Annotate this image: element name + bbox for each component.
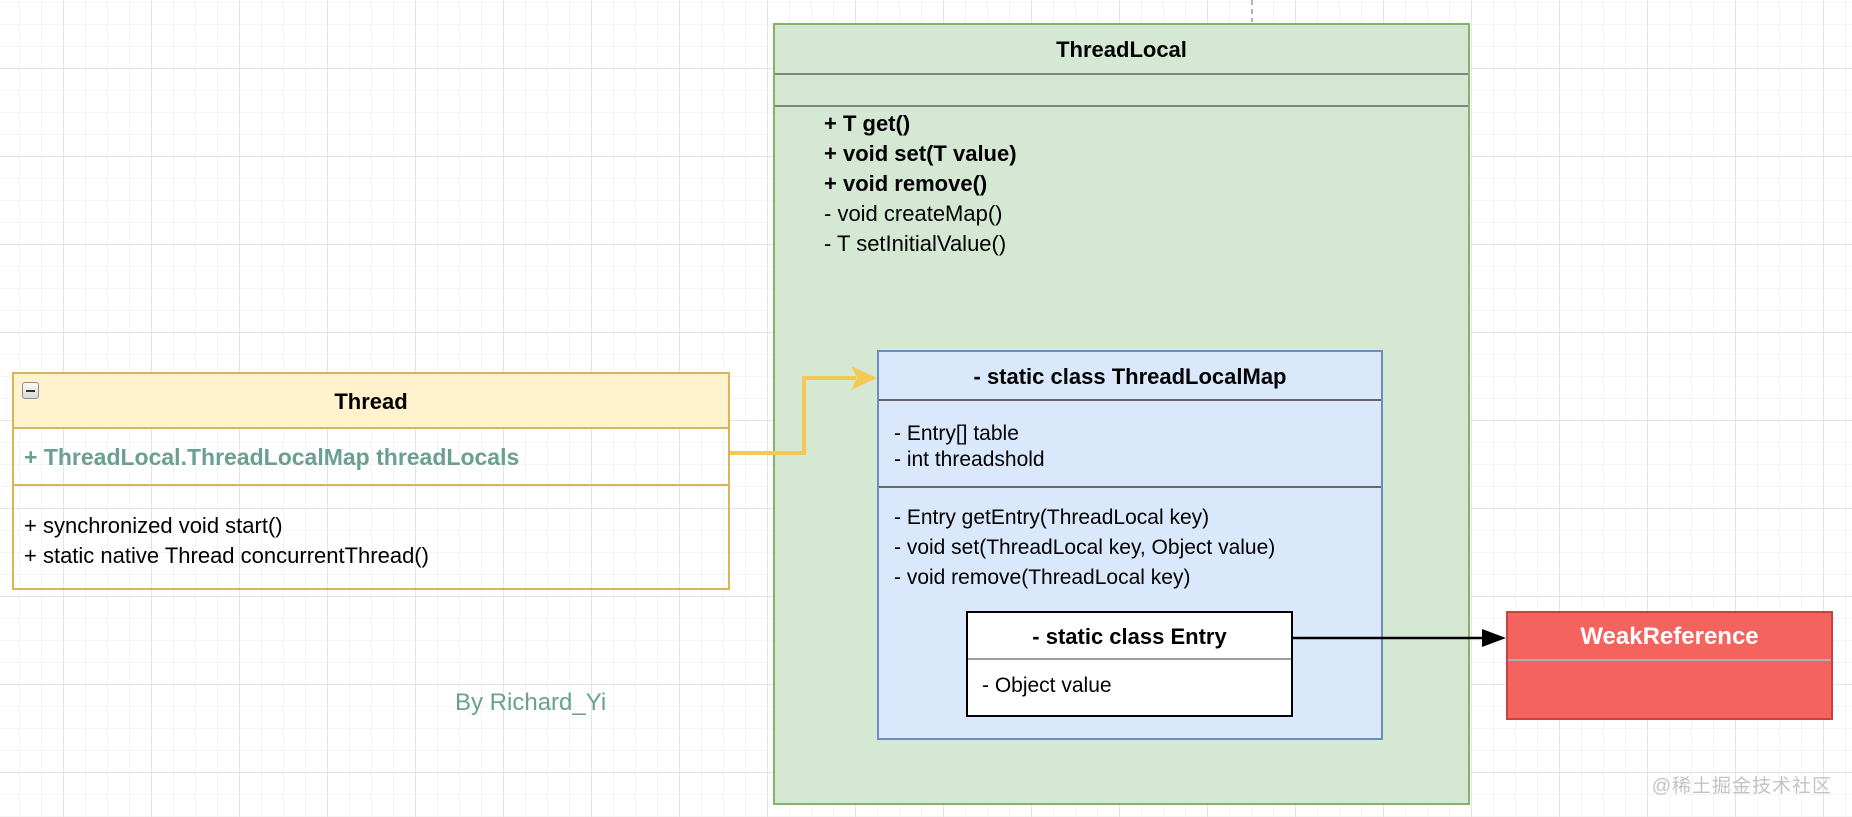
method-item: + void remove() bbox=[824, 171, 988, 196]
class-box-thread: Thread + ThreadLocal.ThreadLocalMap thre… bbox=[12, 372, 730, 590]
attribute-item: - Object value bbox=[982, 674, 1112, 697]
method-item: - Entry getEntry(ThreadLocal key) bbox=[894, 506, 1210, 529]
attribute-item: - int threadshold bbox=[894, 448, 1045, 471]
method-item: - void createMap() bbox=[824, 201, 1003, 226]
author-credit-text: By Richard_Yi bbox=[455, 689, 607, 716]
attribute-item: + ThreadLocal.ThreadLocalMap threadLocal… bbox=[24, 444, 520, 470]
class-title-thread-label: Thread bbox=[334, 389, 408, 414]
method-item: + synchronized void start() bbox=[24, 513, 283, 538]
class-box-entry: - static class Entry - Object value bbox=[966, 611, 1293, 717]
threadlocal-methods-compartment: + T get() + void set(T value) + void rem… bbox=[775, 107, 1468, 259]
threadlocalmap-attributes-compartment: - Entry[] table - int threadshold bbox=[879, 401, 1381, 488]
threadlocalmap-methods-compartment: - Entry getEntry(ThreadLocal key) - void… bbox=[879, 488, 1381, 593]
class-title-entry: - static class Entry bbox=[968, 613, 1291, 660]
method-item: - T setInitialValue() bbox=[824, 231, 1007, 256]
class-title-threadlocal: ThreadLocal bbox=[775, 25, 1468, 75]
method-item: - void set(ThreadLocal key, Object value… bbox=[894, 536, 1276, 559]
class-title-thread: Thread bbox=[14, 374, 728, 429]
class-title-weakreference: WeakReference bbox=[1508, 613, 1831, 661]
method-item: + T get() bbox=[824, 111, 911, 136]
entry-attributes-compartment: - Object value bbox=[968, 660, 1291, 713]
thread-attributes-compartment: + ThreadLocal.ThreadLocalMap threadLocal… bbox=[14, 429, 728, 486]
thread-methods-compartment: + synchronized void start() + static nat… bbox=[14, 486, 728, 571]
method-item: + static native Thread concurrentThread(… bbox=[24, 543, 429, 568]
threadlocal-attributes-compartment-empty bbox=[775, 75, 1468, 107]
class-title-threadlocalmap: - static class ThreadLocalMap bbox=[879, 352, 1381, 401]
arrowhead-icon bbox=[1482, 629, 1506, 647]
method-item: - void remove(ThreadLocal key) bbox=[894, 566, 1191, 589]
method-item: + void set(T value) bbox=[824, 141, 1017, 166]
class-box-weakreference: WeakReference bbox=[1506, 611, 1833, 720]
collapse-icon[interactable] bbox=[22, 382, 39, 399]
minus-icon bbox=[26, 390, 35, 392]
watermark-text: @稀土掘金技术社区 bbox=[1651, 776, 1832, 797]
attribute-item: - Entry[] table bbox=[894, 422, 1019, 445]
weakreference-body-compartment-empty bbox=[1508, 661, 1831, 714]
